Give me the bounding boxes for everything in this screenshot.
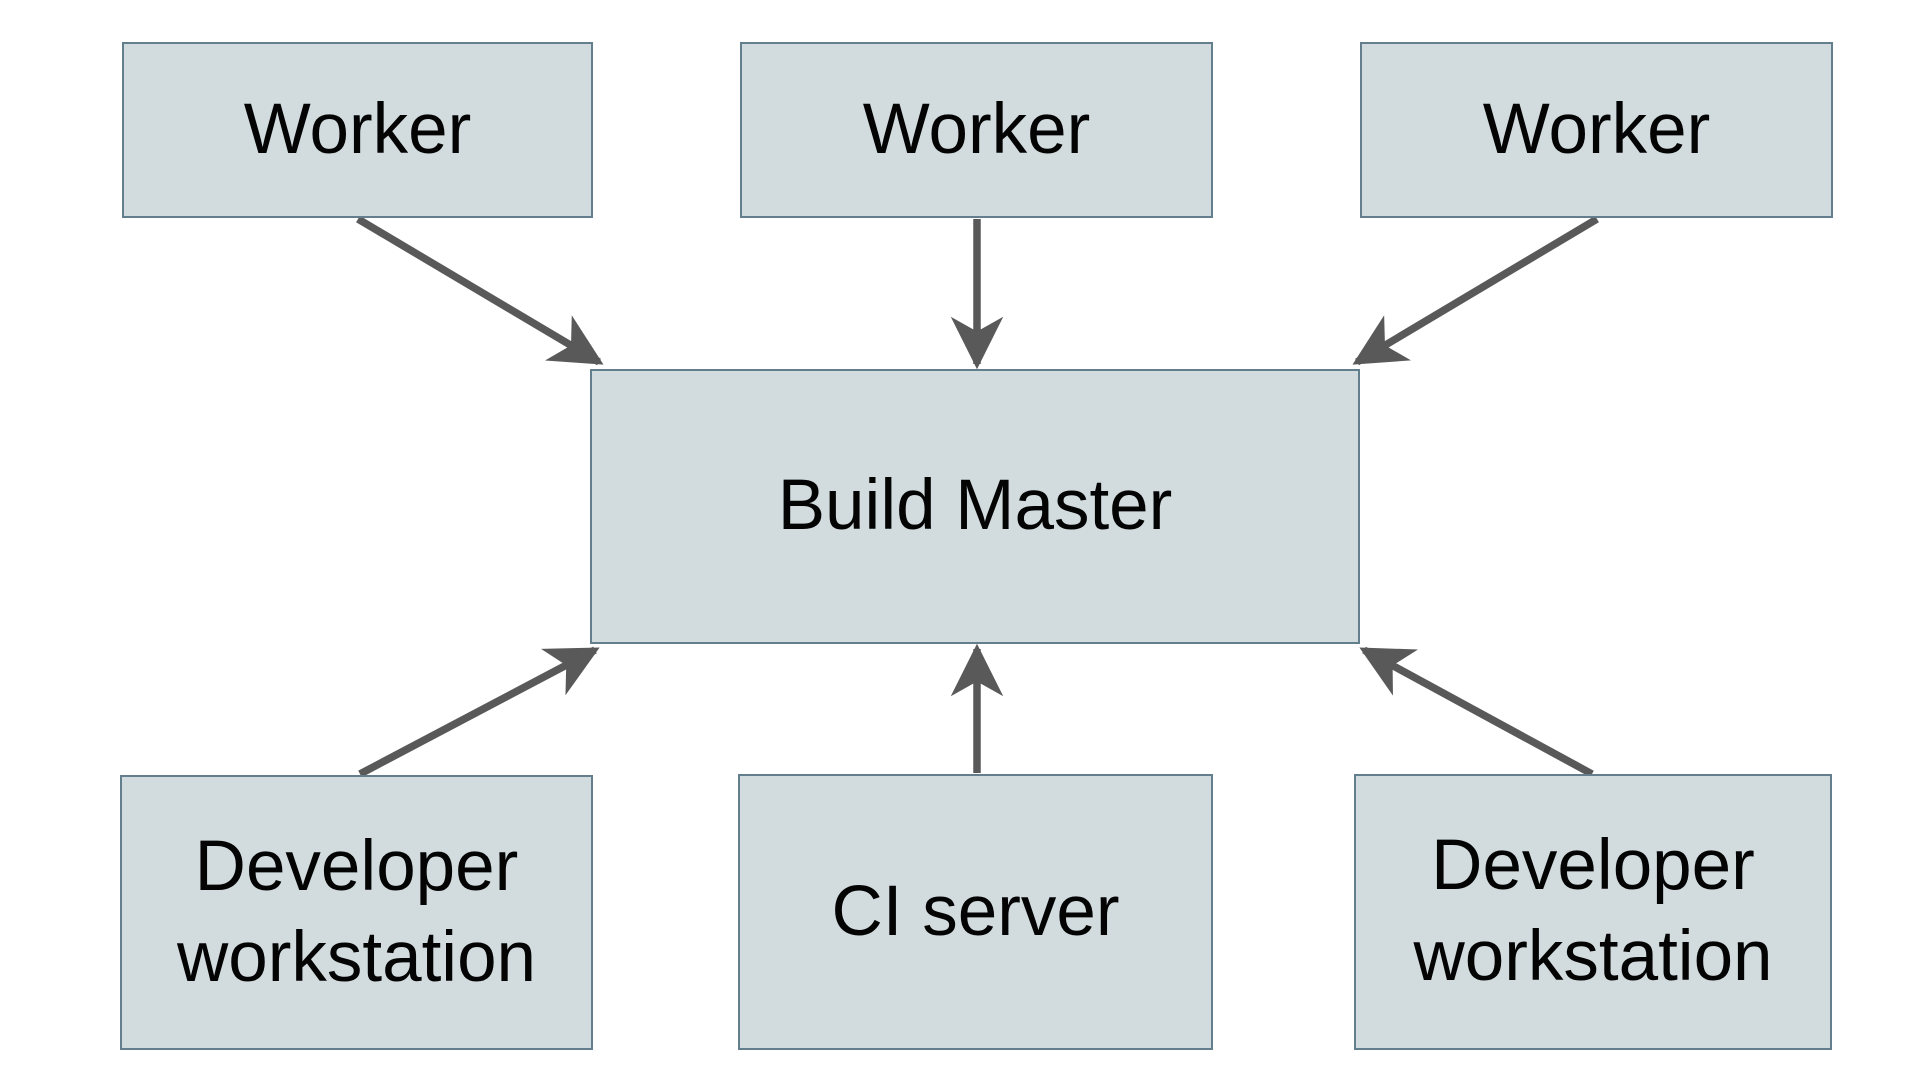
node-build-master: Build Master — [590, 369, 1360, 644]
node-developer-workstation-1: Developer workstation — [120, 775, 593, 1050]
node-ci-server: CI server — [738, 774, 1213, 1050]
node-worker-2: Worker — [740, 42, 1213, 218]
node-ci-server-label: CI server — [831, 871, 1120, 951]
node-developer-workstation-2-label: Developer workstation — [1413, 826, 1773, 996]
arrow-developer-workstation-2-to-build-master — [1359, 646, 1594, 778]
node-worker-1-label: Worker — [243, 89, 472, 169]
node-developer-workstation-1-label: Developer workstation — [176, 826, 537, 997]
arrow-worker-3-to-build-master — [1352, 215, 1599, 366]
arrow-worker-1-to-build-master — [356, 215, 604, 366]
node-worker-2-label: Worker — [862, 89, 1091, 169]
node-worker-1: Worker — [122, 42, 593, 218]
node-developer-workstation-2: Developer workstation — [1354, 774, 1832, 1050]
node-worker-3-label: Worker — [1482, 89, 1711, 169]
node-worker-3: Worker — [1360, 42, 1833, 218]
arrow-developer-workstation-1-to-build-master — [358, 646, 600, 778]
node-build-master-label: Build Master — [777, 466, 1173, 546]
